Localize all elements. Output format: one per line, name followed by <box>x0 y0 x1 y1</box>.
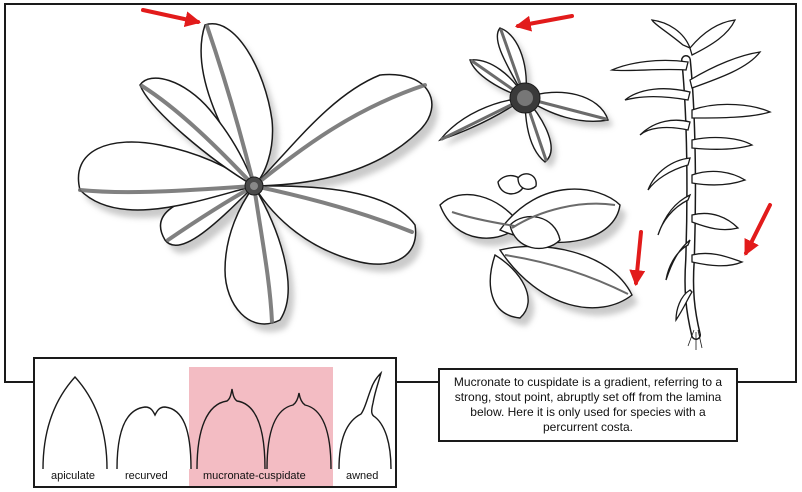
leaf-tip-shapes <box>35 359 395 486</box>
caption-text: Mucronate to cuspidate is a gradient, re… <box>440 375 736 435</box>
arrow-icon <box>636 232 641 283</box>
rosette-illustration <box>78 24 437 332</box>
apiculate-tip-shape <box>43 377 107 469</box>
legend-label-apiculate: apiculate <box>51 470 95 482</box>
arrow-icon <box>518 16 572 26</box>
arrow-icon <box>143 10 198 22</box>
shoot-rosette-illustration <box>440 174 638 326</box>
legend-label-recurved: recurved <box>125 470 168 482</box>
arrow-icon <box>746 205 770 253</box>
caption-box: Mucronate to cuspidate is a gradient, re… <box>438 368 738 442</box>
leaf-tip-legend: apiculate recurved mucronate-cuspidate a… <box>33 357 397 488</box>
star-rosette-illustration <box>440 28 613 168</box>
highlight-region <box>189 367 333 486</box>
awned-tip-shape <box>339 373 391 469</box>
legend-label-awned: awned <box>346 470 378 482</box>
recurved-tip-shape <box>117 407 191 469</box>
legend-label-mucronate-cuspidate: mucronate-cuspidate <box>203 470 306 482</box>
